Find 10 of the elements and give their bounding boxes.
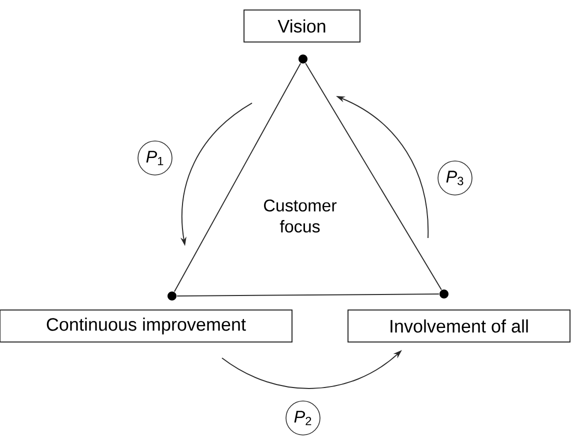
vertex-dot <box>298 54 308 64</box>
label-box: Involvement of all <box>348 310 570 342</box>
label-box: Continuous improvement <box>0 310 292 342</box>
triangle-side <box>174 62 302 292</box>
triangle-side <box>305 62 442 290</box>
vertex-dot <box>440 290 448 298</box>
center-label: Customer focus <box>264 199 337 233</box>
triangle-side <box>176 294 440 296</box>
label-box: Vision <box>244 10 360 42</box>
vertex-dot <box>168 292 176 300</box>
